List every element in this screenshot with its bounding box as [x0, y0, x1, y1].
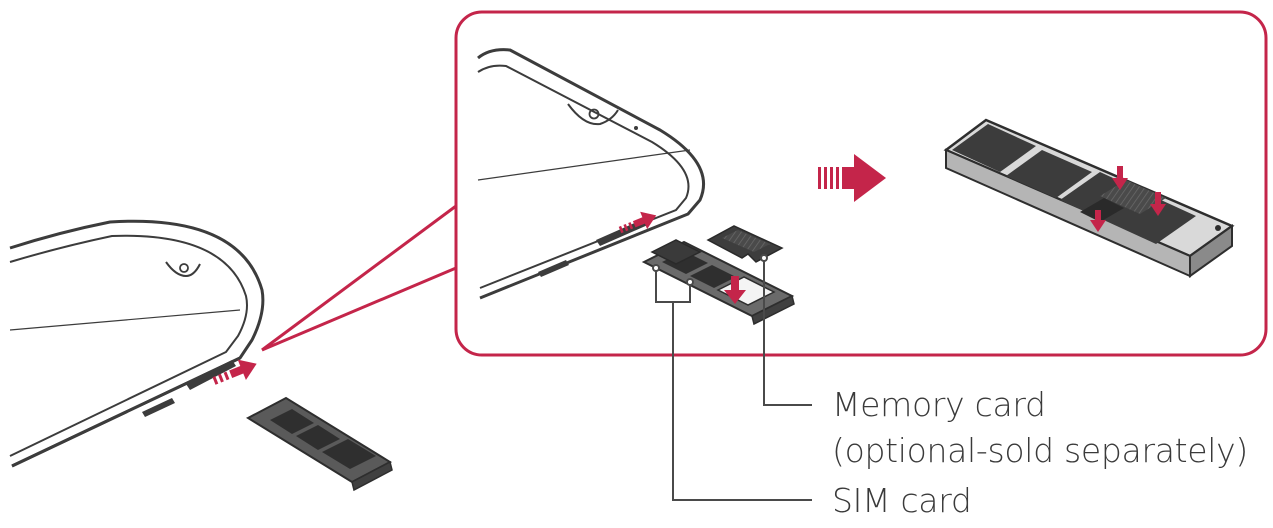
sim-card-leader-dot-2 [686, 278, 694, 286]
sim-card-label: SIM card [832, 481, 972, 520]
arrow-down-icon [724, 276, 746, 304]
leader-lines [652, 254, 812, 501]
memory-card-label: Memory card [832, 385, 1046, 424]
phone-front-camera [179, 263, 189, 273]
phone-side-slot [186, 360, 236, 390]
zoom-connector-top [261, 204, 457, 352]
zoom-phone-outer [477, 48, 706, 300]
memory-card-note-label: (optional-sold separately) [832, 431, 1248, 470]
zoom-frame [454, 10, 1268, 357]
zoom-phone-screen-edge [477, 149, 691, 181]
sim-card-leader [672, 302, 812, 501]
zoom-connector-bottom [261, 266, 457, 352]
arrow-right-icon [618, 211, 657, 234]
zoom-phone-inner [477, 64, 690, 289]
zoom-phone-button [538, 260, 569, 277]
phone-body-inner [9, 234, 248, 457]
zoom-callout [261, 10, 1268, 357]
phone-bottom-edge [11, 356, 241, 468]
phone-body-outer [9, 219, 265, 468]
arrow-down-icon [1112, 166, 1128, 190]
sim-tray-large [943, 118, 1235, 278]
phone-full-view [9, 219, 265, 468]
arrow-right-icon [818, 154, 886, 202]
zoom-phone-notch [567, 103, 619, 126]
memory-card-leader-dot [760, 254, 768, 262]
arrow-right-icon [212, 359, 257, 385]
phone-screen-edge [9, 309, 241, 331]
arrow-down-icon [1090, 210, 1106, 232]
phone-side-button [142, 398, 175, 417]
zoom-phone-camera [588, 108, 600, 120]
phone-notch [165, 261, 201, 278]
sim-tray-exploded [641, 225, 795, 326]
memory-card-leader [763, 258, 812, 406]
sim-tray-small [245, 396, 393, 492]
arrow-down-icon [1150, 192, 1166, 216]
zoom-phone-dot [634, 126, 638, 130]
sim-card-leader-dot-1 [652, 264, 660, 272]
